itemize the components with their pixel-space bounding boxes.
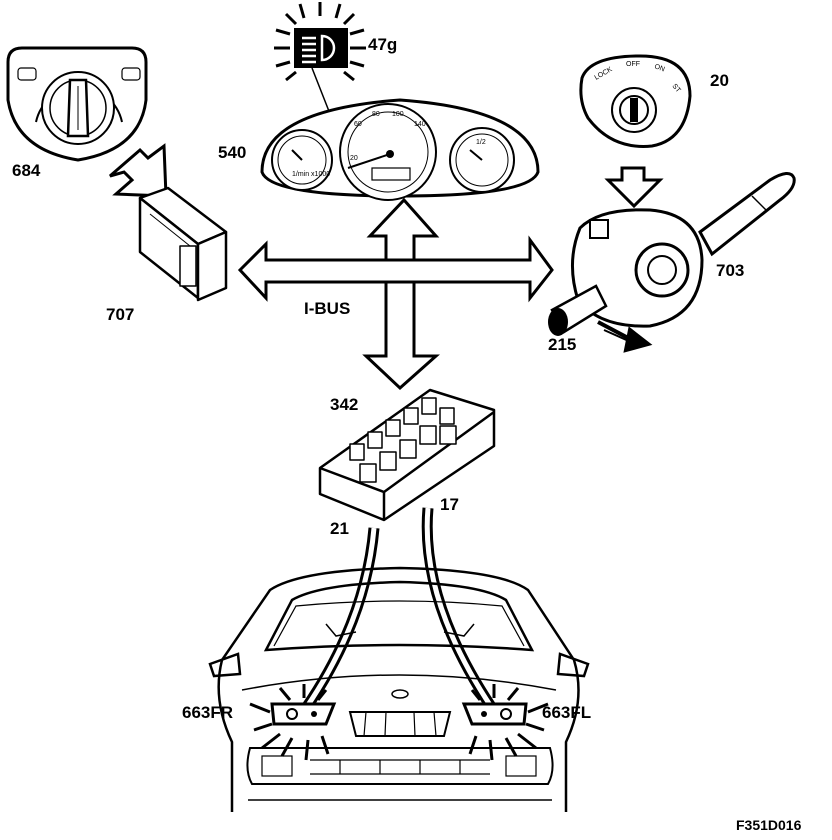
ignition-pos-off: OFF	[626, 61, 640, 68]
arrow-ignition-to-column	[604, 166, 664, 209]
bus-vertical-arrow	[362, 197, 440, 391]
rotation-arrows-icon	[597, 320, 653, 353]
label-control-module: 707	[106, 305, 135, 324]
figure-id: F351D016	[736, 817, 802, 833]
label-indicator-lamp: 47g	[368, 35, 398, 54]
ignition-pos-st: ST	[670, 83, 682, 95]
label-bus: I-BUS	[304, 299, 351, 318]
svg-text:1/2: 1/2	[476, 139, 486, 146]
instrument-cluster: 1/min x1000 60 80 100 140 20 1/2	[260, 98, 540, 201]
label-wire-a: 21	[330, 519, 349, 538]
headlight-switch	[6, 46, 148, 162]
label-steering-column-module: 703	[716, 261, 745, 280]
label-fog-switch: 215	[548, 335, 577, 354]
control-module	[138, 186, 228, 302]
high-beam-icon	[302, 34, 336, 64]
fog-light-icon	[17, 67, 141, 81]
arrow-switch-to-module	[109, 143, 168, 198]
label-wire-b: 17	[440, 495, 459, 514]
bus-arrows	[237, 197, 554, 391]
ignition-switch: LOCK OFF ON ST	[579, 54, 692, 148]
label-instrument-cluster: 540	[218, 143, 247, 162]
ignition-pos-on: ON	[653, 63, 665, 73]
label-headlight-switch: 684	[12, 161, 41, 180]
svg-text:1/min x1000: 1/min x1000	[292, 171, 330, 178]
fog-switch	[548, 284, 653, 353]
label-lamp-left: 663FL	[542, 703, 592, 722]
indicator-lamp	[274, 2, 366, 125]
steering-column-module	[570, 172, 796, 328]
label-lamp-right: 663FR	[182, 703, 234, 722]
headlamp-right	[249, 684, 337, 761]
headlamp-left	[461, 684, 549, 761]
car-front	[208, 566, 590, 812]
harness-wires	[301, 507, 497, 712]
fuse-relay-box	[318, 388, 496, 522]
svg-text:140: 140	[414, 121, 426, 128]
svg-text:100: 100	[392, 111, 404, 118]
svg-text:80: 80	[372, 111, 380, 118]
label-ignition-switch: 20	[710, 71, 729, 90]
svg-text:60: 60	[354, 121, 362, 128]
svg-text:20: 20	[350, 155, 358, 162]
label-fuse-relay-box: 342	[330, 395, 359, 414]
